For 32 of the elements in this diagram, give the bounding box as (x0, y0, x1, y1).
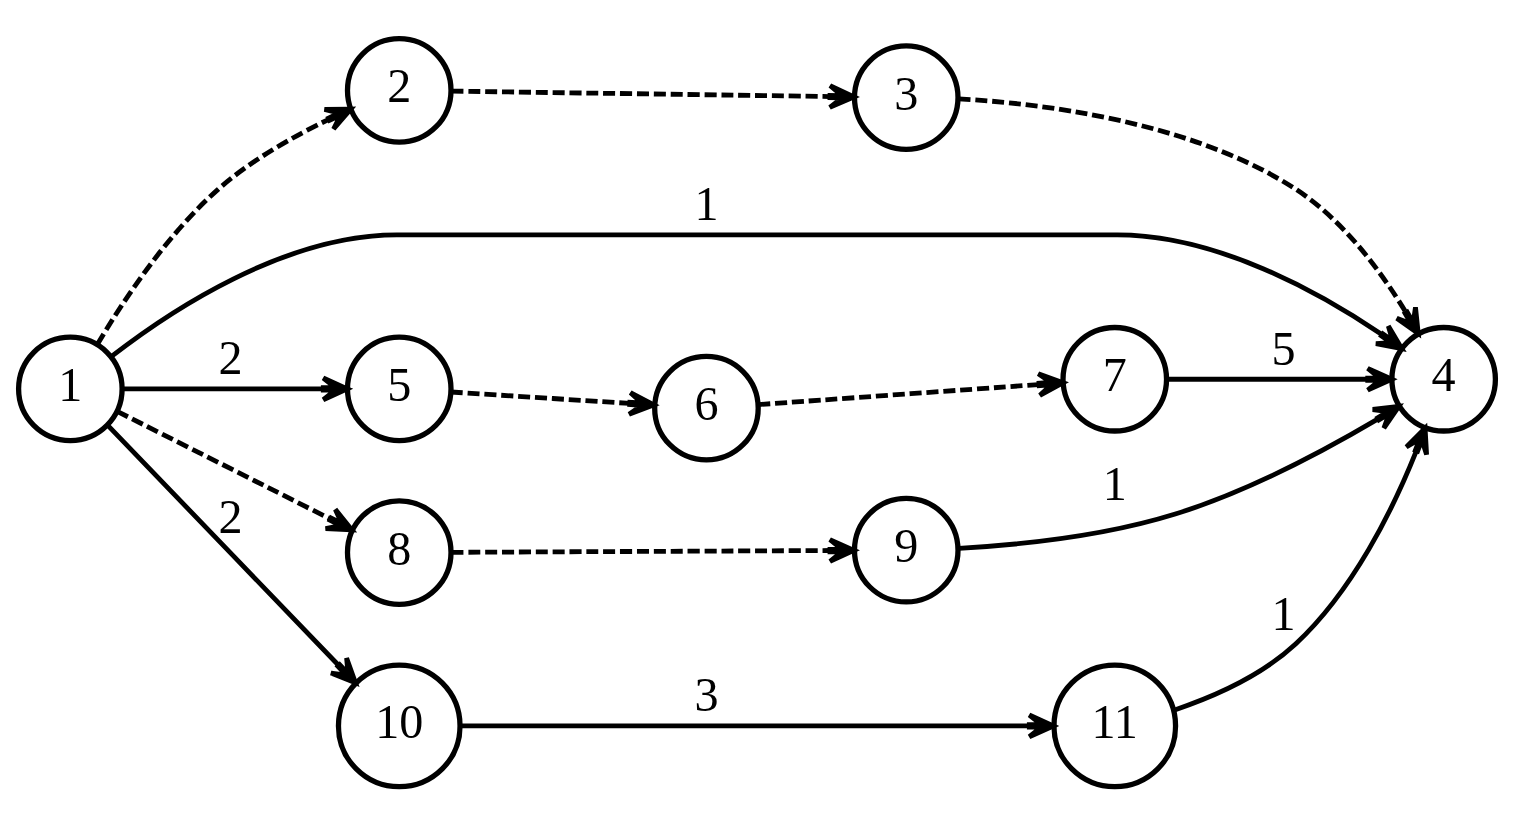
arrow (451, 537, 857, 564)
arrow (459, 712, 1056, 740)
arrow (106, 423, 358, 686)
node-circle: 9 (851, 495, 961, 605)
arrow (958, 403, 1402, 551)
edge-label: 3 (694, 668, 719, 722)
arrow (95, 106, 354, 346)
node-circle: 11 (1051, 662, 1179, 790)
arrow (958, 96, 1421, 336)
node-circle: 3 (851, 43, 961, 152)
node-circle: 6 (652, 353, 761, 463)
arrow (122, 375, 350, 403)
arrow (116, 409, 355, 533)
arrow (1173, 425, 1429, 713)
arrow (451, 83, 857, 110)
arrow (758, 371, 1066, 407)
edge-label: 1 (694, 177, 719, 231)
node-circle: 4 (1389, 324, 1499, 434)
arrow (110, 232, 1405, 359)
node-circle: 8 (344, 498, 454, 607)
edge-label: 2 (218, 490, 243, 544)
edge-label: 5 (1271, 321, 1296, 375)
node-circle: 7 (1060, 324, 1170, 434)
edge-label: 1 (1271, 586, 1296, 640)
arrow (1167, 366, 1395, 393)
node-circle: 1 (15, 334, 125, 444)
edge-label: 2 (218, 331, 243, 385)
node-circle: 5 (344, 334, 454, 444)
node-circle: 2 (344, 36, 454, 145)
edge-label: 1 (1102, 456, 1127, 510)
arrow (450, 389, 657, 417)
node-circle: 10 (335, 662, 463, 790)
